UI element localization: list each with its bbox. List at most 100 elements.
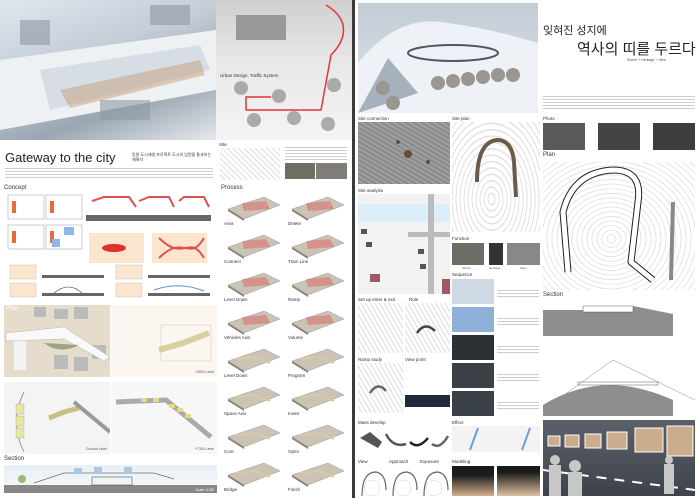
site-analysis-label: Site analysis <box>358 188 384 193</box>
model-photo-2 <box>497 466 540 496</box>
process-step: Program <box>288 345 346 381</box>
title-line-1: 잊혀진 성지에 <box>543 25 607 37</box>
intro-text <box>543 95 695 109</box>
site-text <box>285 146 347 160</box>
sequence-text <box>497 289 539 297</box>
sequence-frame <box>452 335 494 360</box>
sequence-frame <box>452 307 494 332</box>
process-model-icon <box>227 196 281 221</box>
process-model-icon <box>227 234 281 259</box>
process-step-label: Volume <box>288 335 304 340</box>
concept-diagrams <box>4 193 214 301</box>
site-connection-map <box>358 122 450 184</box>
process-step: Connect <box>224 231 282 267</box>
photo-label: Photo <box>543 116 555 121</box>
function-label: Function <box>452 236 470 241</box>
site-photo-2 <box>316 163 347 179</box>
sequence-label: Sequence <box>452 272 473 277</box>
photo-2 <box>598 123 640 150</box>
process-step: Vehicles Axis <box>224 307 282 343</box>
sequence-text <box>497 345 539 353</box>
site-floor-plan <box>543 162 695 290</box>
section-scale: Scale 1/150 <box>195 488 215 492</box>
process-step: Volume <box>288 307 346 343</box>
ground-level-plan: Ground Level <box>4 382 110 454</box>
process-model-icon <box>291 196 345 221</box>
process-step-label: Program <box>288 373 306 378</box>
intro-text <box>5 167 213 178</box>
section-label: Section <box>4 456 25 462</box>
view-point-drawing <box>405 363 450 413</box>
sequence-frame <box>452 391 494 416</box>
function-photo-shrine <box>452 243 484 265</box>
plan-label: Plan <box>6 306 19 312</box>
effect-label: Effect <box>452 420 464 425</box>
sequence-text <box>497 317 539 325</box>
process-step-label: Area <box>224 221 234 226</box>
process-step-label: Tram Line <box>288 259 309 264</box>
process-step: Open <box>288 421 346 457</box>
process-step: Ramp <box>288 269 346 305</box>
site-plan-drawing <box>452 122 540 232</box>
mass-develop-models <box>358 428 450 452</box>
process-step: Finish <box>288 459 346 495</box>
site-label: Site <box>219 142 227 147</box>
site-analysis-map <box>358 194 450 294</box>
function-caption-shrine: Shrine <box>462 266 471 270</box>
urban-design-label: Urban Design, Traffic System <box>220 73 279 78</box>
effect-diagram <box>452 426 540 452</box>
process-model-icon <box>227 348 281 373</box>
process-step: Bridge <box>224 459 282 495</box>
study-diagram <box>358 466 387 496</box>
process-step: Area <box>224 193 282 229</box>
process-model-icon <box>291 234 345 259</box>
sequence-text <box>497 401 539 409</box>
level-label-3: +7300 Level <box>194 447 214 451</box>
sequence-frame <box>452 363 494 388</box>
process-step-label: Open <box>288 449 300 454</box>
concept-label: Concept <box>4 185 27 191</box>
ramp-study-label: Ramp study <box>358 357 383 362</box>
function-caption-heritage: Heritage <box>489 266 501 270</box>
section-drawing: Scale 1/150 <box>4 465 217 493</box>
interior-perspective <box>543 420 695 496</box>
function-photo-heritage <box>489 243 503 265</box>
view-point-label: View point <box>405 357 426 362</box>
level-label-1: +3000 Level <box>194 370 214 374</box>
modeling-label: Modeling <box>452 459 471 464</box>
process-step-label: Bridge <box>224 487 238 492</box>
plan-level-drawing: +3000 Level <box>111 305 217 377</box>
sequence-frame <box>452 279 494 304</box>
site-plan-label: Site plan <box>452 116 470 121</box>
page-title: Gateway to the city <box>5 150 116 165</box>
process-step: Core <box>224 421 282 457</box>
process-step-label: Finish <box>288 487 301 492</box>
section-drawing-2 <box>543 360 695 416</box>
enter-exit-label: Set up enter & exit <box>358 297 396 302</box>
process-step-label: Vehicles Axis <box>224 335 251 340</box>
plan-label: Plan <box>543 152 556 158</box>
photo-3 <box>653 123 695 150</box>
process-step-label: Insert <box>288 411 300 416</box>
enter-exit-drawing <box>358 303 403 353</box>
section-label: Section <box>543 292 564 298</box>
level-label-2: Ground Level <box>85 447 107 451</box>
process-step-label: Level Down <box>224 297 248 302</box>
process-model-icon <box>227 386 281 411</box>
process-model-icon <box>227 462 281 487</box>
process-step-label: Ramp <box>288 297 301 302</box>
study-diagram <box>389 466 418 496</box>
upper-level-plan: +7300 Level <box>111 382 217 454</box>
title-subtitle: 망원 도시재생 프로젝트 도시의 입면을 통과하는 재해석 <box>132 152 212 162</box>
sequence-text <box>497 373 539 381</box>
plan-render: Plan <box>4 305 110 377</box>
study-diagram <box>420 466 449 496</box>
left-board: Urban Design, Traffic System Gateway to … <box>0 0 352 498</box>
study-label: Approach <box>389 459 409 464</box>
process-model-icon <box>227 272 281 297</box>
process-step: Delete <box>288 193 346 229</box>
process-step: Space Axis <box>224 383 282 419</box>
site-connection-label: Site connection <box>358 116 389 121</box>
function-caption-view: View <box>520 266 527 270</box>
photo-1 <box>543 123 585 150</box>
